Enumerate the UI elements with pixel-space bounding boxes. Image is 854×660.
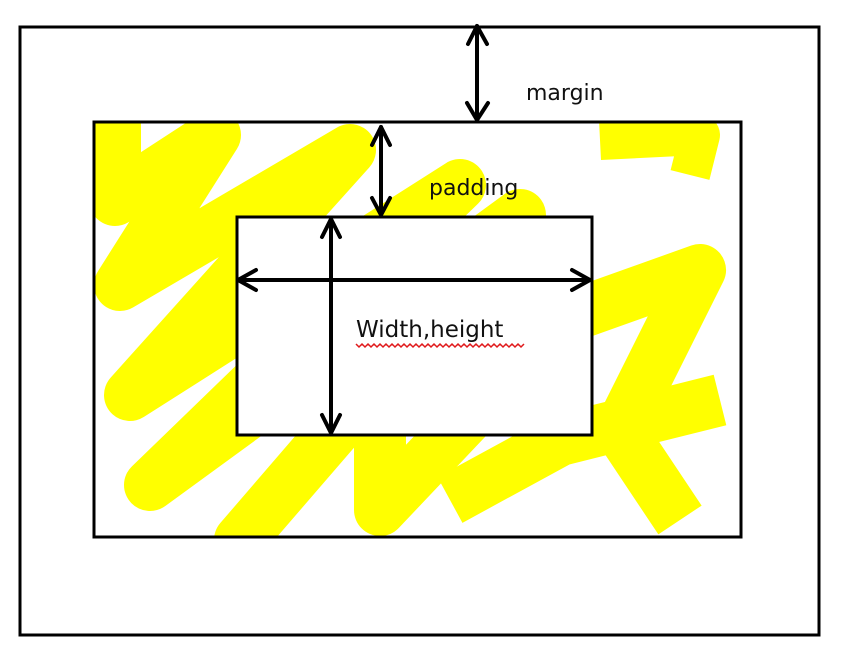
content-size-label: Width,height [356,317,503,343]
spellcheck-underline [355,342,525,349]
margin-box [18,25,821,637]
margin-arrow [465,24,490,122]
padding-arrow [370,125,392,217]
border-box [92,120,743,539]
height-arrow [320,217,342,435]
padding-label: padding [429,176,518,201]
content-box [235,215,594,437]
highlighter-scribble [94,122,727,537]
width-arrow [236,268,592,292]
margin-label: margin [526,81,604,106]
content-box-fill [237,217,592,435]
